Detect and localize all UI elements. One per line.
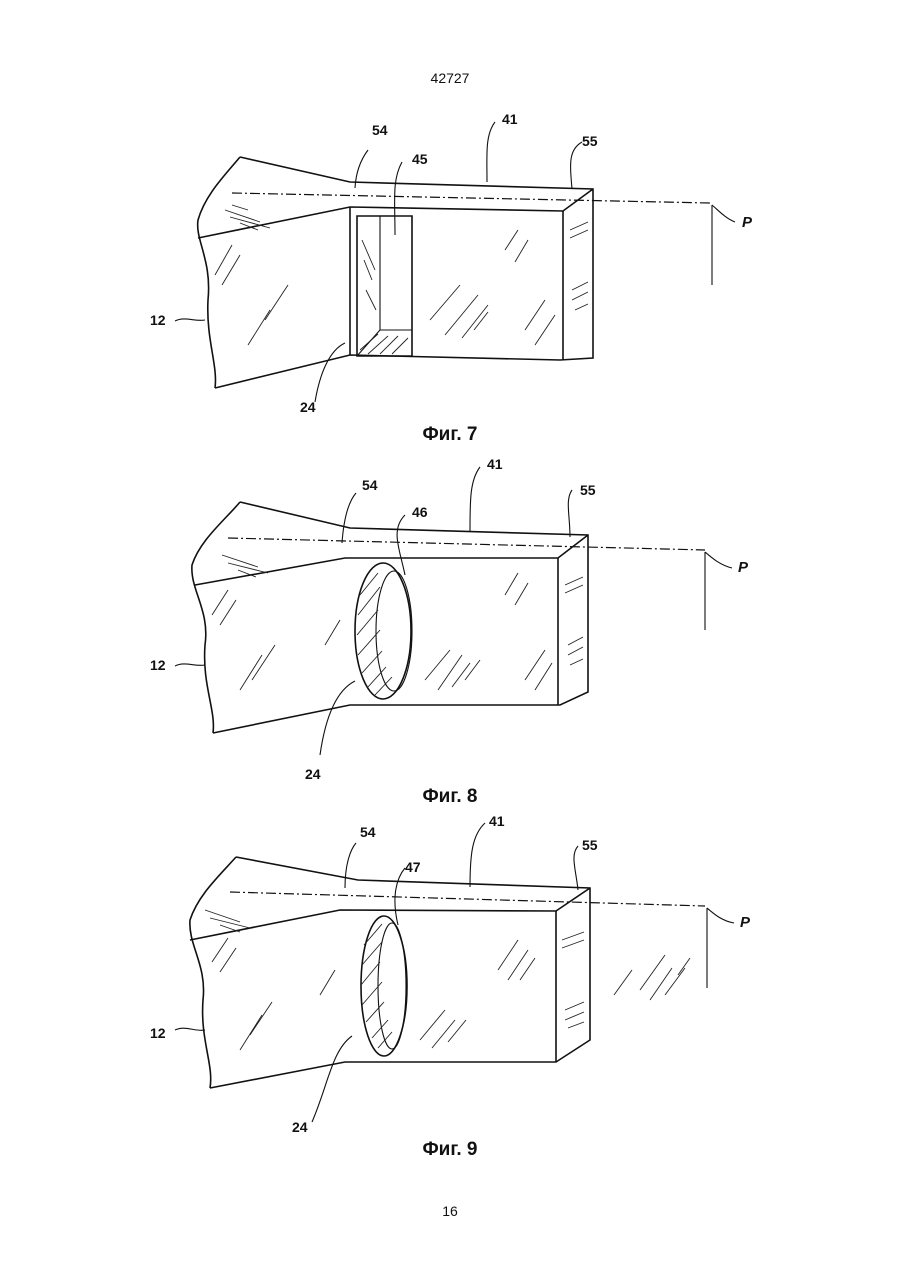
broken-edge-left	[192, 502, 240, 733]
label-55: 55	[582, 133, 598, 149]
broken-edge-left	[190, 857, 236, 1088]
hole-47-outer	[361, 916, 407, 1056]
figure-8: 54 41 55 46 P 12 24	[0, 455, 900, 795]
label-P: P	[740, 914, 751, 931]
centerline	[228, 538, 705, 550]
label-12: 12	[150, 1025, 166, 1041]
centerline	[232, 193, 710, 203]
centerline	[230, 892, 705, 906]
figure-7-caption: Фиг. 7	[0, 424, 900, 446]
label-46: 46	[412, 504, 428, 520]
figure-7-drawing: 54 41 55 45 P 12 24	[0, 110, 900, 450]
label-24: 24	[305, 766, 321, 782]
label-24: 24	[292, 1119, 308, 1135]
label-24: 24	[300, 399, 316, 415]
label-41: 41	[502, 111, 518, 127]
label-P: P	[742, 214, 753, 231]
outline-top	[215, 157, 593, 388]
outline-top	[210, 857, 590, 1088]
label-47: 47	[405, 859, 421, 875]
figure-9: 54 41 55 47 P 12 24	[0, 810, 900, 1150]
label-41: 41	[489, 813, 505, 829]
page-number: 16	[0, 1203, 900, 1219]
figure-7: 54 41 55 45 P 12 24	[0, 110, 900, 450]
figure-8-caption: Фиг. 8	[0, 786, 900, 808]
figure-8-drawing: 54 41 55 46 P 12 24	[0, 455, 900, 795]
label-45: 45	[412, 151, 428, 167]
broken-edge-left	[198, 157, 240, 388]
label-12: 12	[150, 312, 166, 328]
figure-9-drawing: 54 41 55 47 P 12 24	[0, 810, 900, 1150]
outline-top	[213, 502, 588, 733]
hole-47-inner	[378, 923, 406, 1049]
label-41: 41	[487, 456, 503, 472]
label-55: 55	[580, 482, 596, 498]
label-12: 12	[150, 657, 166, 673]
label-54: 54	[360, 824, 376, 840]
label-55: 55	[582, 837, 598, 853]
label-54: 54	[362, 477, 378, 493]
hole-46-inner	[376, 571, 412, 691]
front-top-edge	[190, 888, 590, 940]
label-54: 54	[372, 122, 388, 138]
slot-45-outline	[357, 216, 412, 356]
document-number: 42727	[0, 70, 900, 86]
label-P: P	[738, 559, 749, 576]
figure-9-caption: Фиг. 9	[0, 1139, 900, 1161]
